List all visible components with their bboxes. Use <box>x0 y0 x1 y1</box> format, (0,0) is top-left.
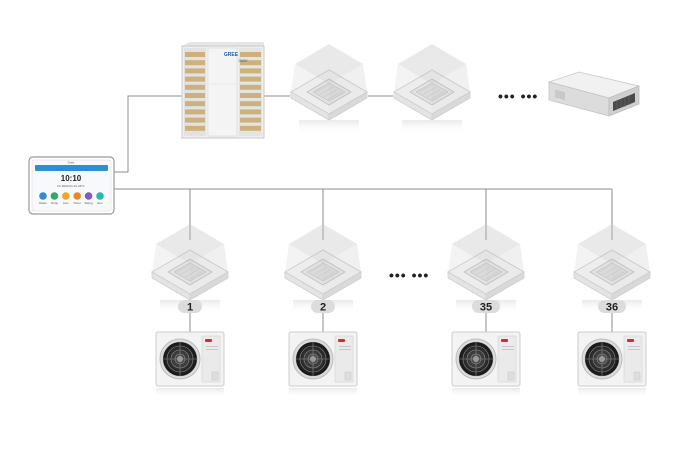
vrf-grille-slat <box>185 60 205 66</box>
controller-button-label: Swing <box>85 201 94 205</box>
unit-pair-36: 36 <box>573 223 651 399</box>
unit-pair-1: 1 <box>151 223 229 399</box>
outdoor-unit-icon <box>451 331 521 399</box>
controller-subtext: Fri 2020-01-01 26°C <box>57 184 85 188</box>
vrf-grille-slat <box>185 76 205 82</box>
outdoor-vrf-unit: GREE GMV <box>181 42 265 139</box>
vrf-grille-slat <box>240 93 261 98</box>
vrf-grille-slat <box>240 68 261 74</box>
controller-button-label: Eco <box>97 201 103 205</box>
outdoor-unit-icon <box>577 331 647 399</box>
controller-brand: Gree <box>68 161 75 165</box>
controller-button-label: Fan <box>63 201 69 205</box>
vrf-grille-slat <box>185 84 205 90</box>
vrf-grille-group <box>185 52 261 131</box>
controller-button-icon <box>84 192 93 200</box>
controller-button-icon <box>73 192 81 200</box>
unit-label: 35 <box>480 302 492 314</box>
vrf-grille-slat <box>240 60 261 66</box>
vrf-grille-slat <box>185 125 205 131</box>
unit-label-pill <box>311 300 335 313</box>
unit-label-pill <box>598 300 626 313</box>
vrf-grille-slat <box>185 68 205 74</box>
vrf-grille-slat <box>185 101 205 107</box>
controller-button-label: Timer <box>73 201 81 205</box>
vrf-grille-slat <box>185 117 205 123</box>
link-controller-to-vrf <box>113 95 182 173</box>
outdoor-unit-icon <box>288 331 358 399</box>
unit-label-pill <box>472 300 500 313</box>
controller-button-label: Temp <box>51 201 59 205</box>
vrf-grille-slat <box>185 93 205 98</box>
vrf-grille-slat <box>185 109 205 115</box>
wired-controller: Gree 10:10 Fri 2020-01-01 26°C Mode Temp F… <box>28 156 115 215</box>
unit-label-pill <box>178 300 202 313</box>
unit-pair-35: 35 <box>447 223 525 399</box>
controller-button-icon <box>39 192 47 200</box>
vrf-logo: GREE <box>224 52 239 58</box>
unit-label: 1 <box>187 302 193 314</box>
connection-lines <box>113 95 613 332</box>
vrf-grille-slat <box>240 76 261 82</box>
unit-label: 2 <box>320 302 326 314</box>
vrf-grille-slat <box>240 52 261 57</box>
top-cassette-2 <box>393 43 471 135</box>
vrf-grille-slat <box>240 125 261 131</box>
controller-button-icon <box>62 192 70 200</box>
vrf-grille-slat <box>240 84 261 90</box>
ducted-unit <box>548 71 640 117</box>
controller-button-icon <box>96 192 104 200</box>
unit-label: 36 <box>606 302 618 314</box>
vrf-grille-slat <box>240 117 261 123</box>
controller-button-icon <box>50 192 59 200</box>
bottom-ellipsis: ••• ••• <box>389 267 429 283</box>
vrf-grille-slat <box>240 101 261 107</box>
vrf-grille-slat <box>185 52 205 57</box>
unit-pair-2: 2 <box>284 223 362 399</box>
controller-time: 10:10 <box>61 174 82 183</box>
vrf-sub: GMV <box>238 58 247 63</box>
top-ellipsis: ••• ••• <box>498 88 538 104</box>
vrf-grille-slat <box>240 109 261 115</box>
top-cassette-1 <box>290 43 368 135</box>
outdoor-unit-icon <box>155 331 225 399</box>
controller-button-label: Mode <box>39 201 47 205</box>
